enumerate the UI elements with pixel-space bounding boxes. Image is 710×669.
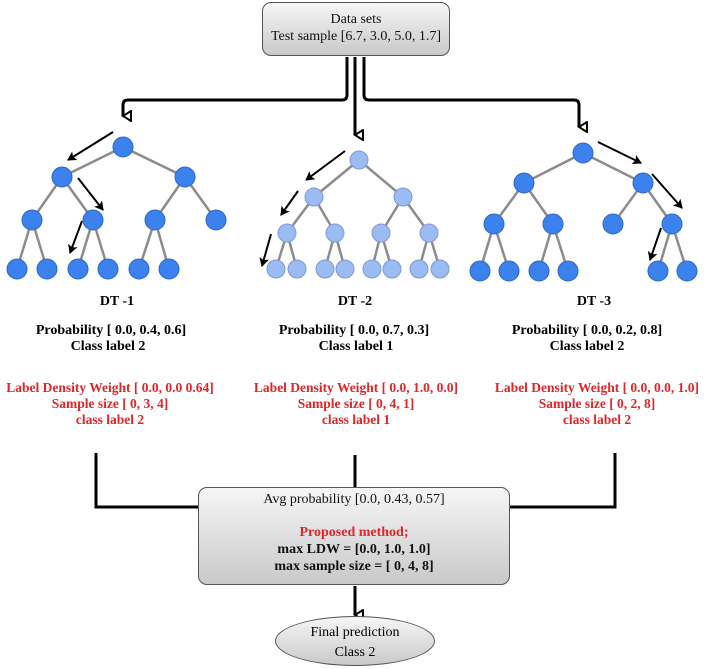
dt1-node: [174, 166, 196, 188]
test-sample-label: Test sample [6.7, 3.0, 5.0, 1.7]: [270, 29, 442, 44]
connector-from-dt3: [508, 453, 617, 509]
dt1-node: [51, 166, 73, 188]
final-class-label: Class 2: [334, 645, 376, 660]
dt2-path-arrow: [280, 190, 299, 216]
dt3-node: [542, 213, 564, 235]
dt2-node: [266, 259, 286, 279]
dt2-ldw: Label Density Weight [ 0.0, 1.0, 0.0]: [253, 380, 459, 395]
dt2-edge: [313, 159, 360, 198]
dt3-node: [602, 213, 624, 235]
dt1-node: [144, 209, 166, 231]
connector-from-dt1: [94, 453, 200, 509]
dt2-node: [430, 259, 450, 279]
dt1-sample-size: Sample size [ 0, 3, 4]: [51, 396, 169, 411]
dt2-node: [304, 187, 324, 207]
dt1-edge: [122, 145, 186, 179]
dt3-node: [647, 260, 669, 282]
dt2-path-arrow: [305, 150, 346, 181]
dt1-node: [21, 209, 43, 231]
final-prediction-ellipse: Final prediction Class 2: [275, 616, 435, 666]
dt1-node: [128, 258, 150, 280]
dt3-ldw: Label Density Weight [ 0.0, 0.0, 1.0]: [494, 380, 700, 395]
dt1-node: [82, 209, 104, 231]
dt3-node: [469, 260, 491, 282]
dt2-edge: [358, 159, 404, 198]
dt1-ldw-class-label: class label 2: [75, 412, 145, 427]
dt1-node: [36, 258, 58, 280]
dt2-node: [371, 223, 391, 243]
max-ldw-label: max LDW = [0.0, 1.0, 1.0]: [277, 542, 431, 557]
dt2-sample-size: Sample size [ 0, 4, 1]: [297, 396, 415, 411]
dt3-path-arrow: [651, 173, 683, 209]
dt3-edge: [523, 151, 584, 185]
dt3-node: [557, 260, 579, 282]
dt1-title: DT -1: [99, 294, 135, 309]
dt2-node: [325, 223, 345, 243]
dt3-node: [632, 172, 654, 194]
dt3-node: [661, 213, 683, 235]
dt2-node: [349, 150, 369, 170]
dt2-node: [315, 259, 335, 279]
dt2-title: DT -2: [337, 294, 373, 309]
dt3-probability: Probability [ 0.0, 0.2, 0.8]: [511, 323, 663, 338]
dt3-node: [528, 260, 550, 282]
dt1-path-arrow: [67, 131, 114, 161]
dt3-path-arrow: [597, 141, 642, 164]
avg-probability-box: Avg probability [0.0, 0.43, 0.57] Propos…: [198, 487, 510, 585]
dt3-node: [572, 142, 594, 164]
dt2-node: [335, 259, 355, 279]
data-sets-box: Data sets Test sample [6.7, 3.0, 5.0, 1.…: [262, 2, 450, 56]
dt2-class-label: Class label 1: [318, 339, 394, 354]
dt3-node: [513, 172, 535, 194]
dt1-node: [205, 209, 227, 231]
dt1-edge: [61, 145, 124, 179]
dt1-ldw: Label Density Weight [ 0.0, 0.0 0.64]: [6, 380, 214, 395]
dt1-node: [158, 258, 180, 280]
dt3-sample-size: Sample size [ 0, 2, 8]: [538, 396, 656, 411]
dt1-path-arrow: [68, 220, 83, 254]
dt1-class-label: Class label 2: [70, 339, 146, 354]
dt3-node: [498, 260, 520, 282]
dt1-path-arrow: [77, 177, 104, 211]
dt2-path-arrow: [259, 233, 272, 267]
dt2-node: [409, 259, 429, 279]
dt2-node: [287, 259, 307, 279]
max-sample-size-label: max sample size = [ 0, 4, 8]: [274, 559, 434, 574]
dt3-ldw-class-label: class label 2: [562, 412, 632, 427]
dt1-node: [67, 258, 89, 280]
dt3-node: [483, 213, 505, 235]
dt3-path-arrow: [647, 227, 662, 261]
dt1-probability: Probability [ 0.0, 0.4, 0.6]: [35, 323, 187, 338]
avg-probability-label: Avg probability [0.0, 0.43, 0.57]: [263, 492, 445, 507]
proposed-method-label: Proposed method;: [299, 525, 409, 540]
data-sets-label: Data sets: [330, 12, 382, 27]
dt2-node: [393, 187, 413, 207]
dt2-node: [277, 223, 297, 243]
dt1-node: [112, 136, 134, 158]
dt3-node: [676, 260, 698, 282]
dt2-node: [419, 223, 439, 243]
final-prediction-label: Final prediction: [310, 625, 400, 640]
dt1-node: [6, 258, 28, 280]
connector-to-dt3: [362, 57, 579, 127]
dt2-node: [362, 259, 382, 279]
dt3-class-label: Class label 2: [549, 339, 625, 354]
dt3-title: DT -3: [576, 294, 612, 309]
dt1-node: [97, 258, 119, 280]
dt2-node: [382, 259, 402, 279]
dt2-ldw-class-label: class label 1: [321, 412, 391, 427]
dt2-probability: Probability [ 0.0, 0.7, 0.3]: [278, 323, 430, 338]
dt3-edge: [582, 151, 644, 185]
connector-to-dt1: [123, 57, 349, 116]
